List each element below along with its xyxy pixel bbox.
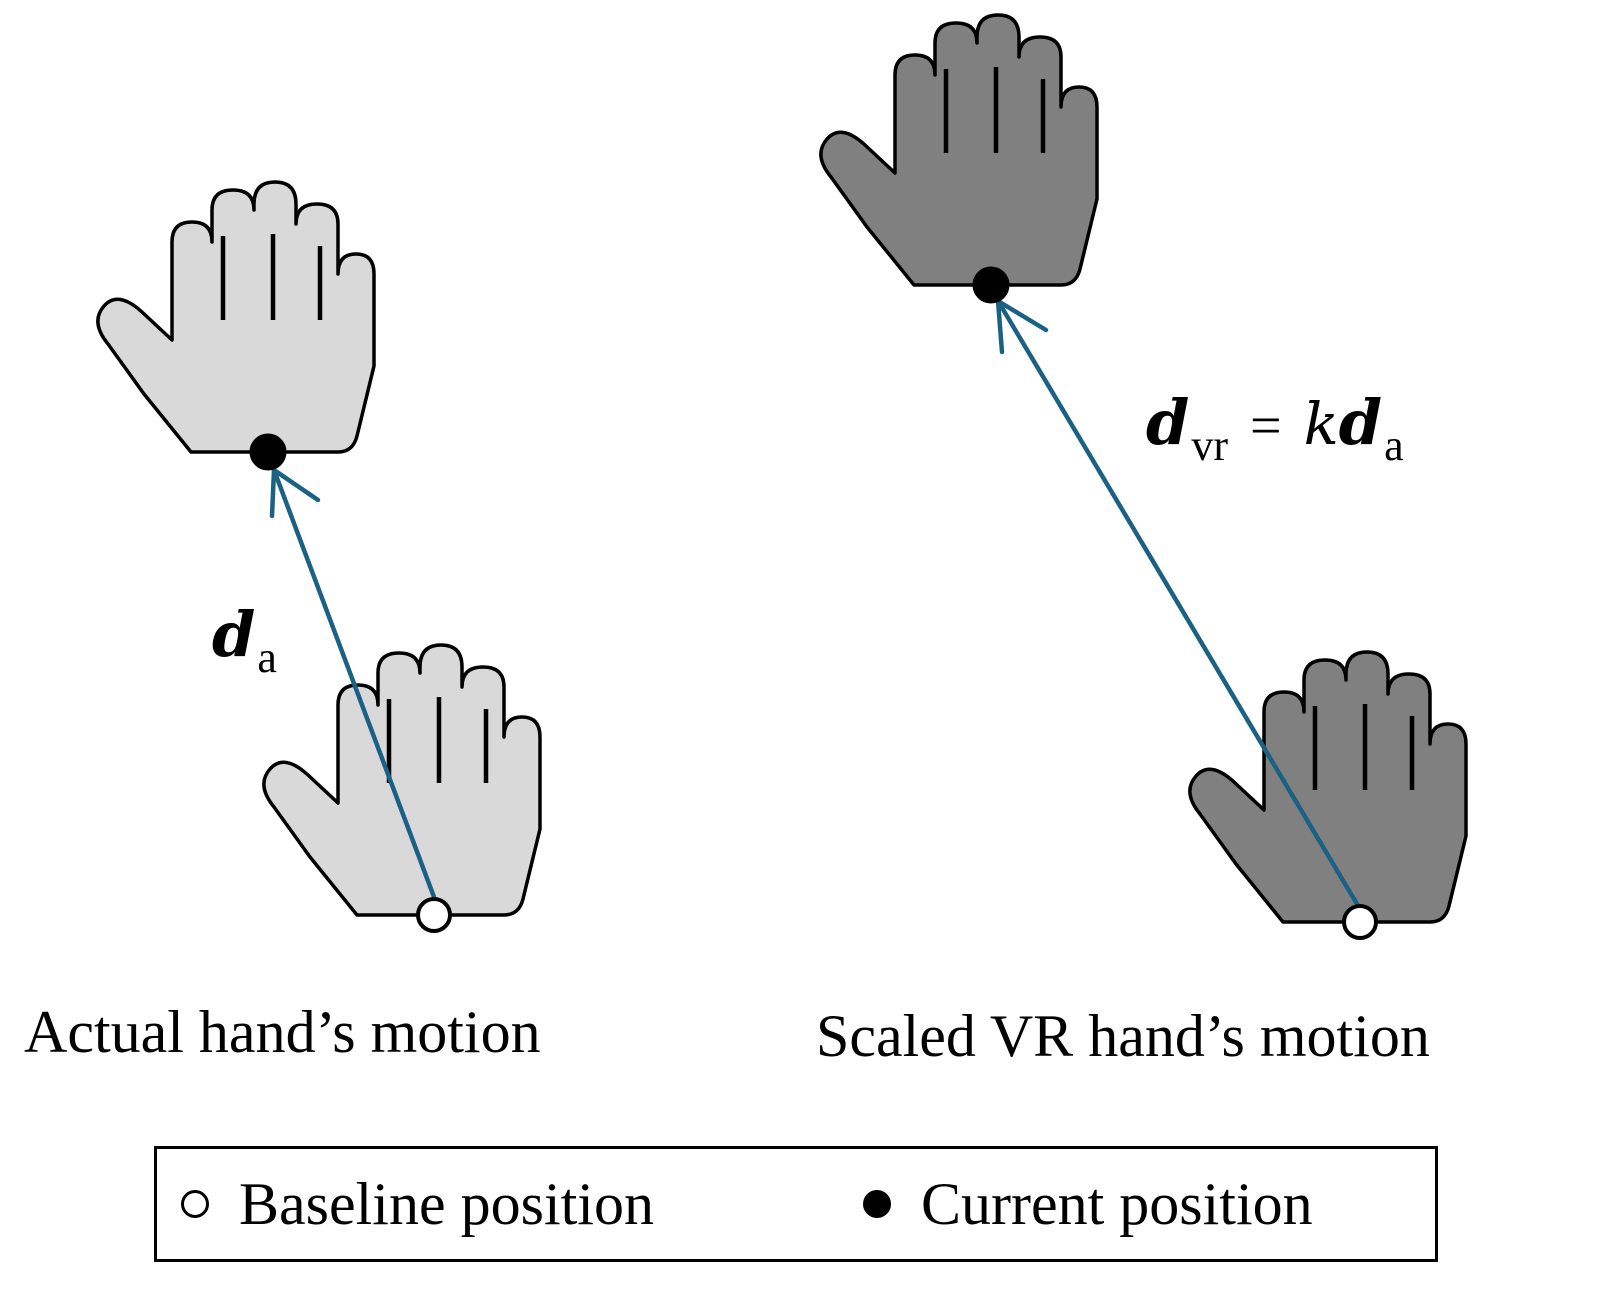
actual-hand-baseline — [262, 643, 542, 917]
subscript-a: a — [257, 633, 277, 682]
open-circle-icon — [181, 1190, 209, 1218]
filled-circle-icon — [863, 1190, 891, 1218]
vr-current-marker — [972, 266, 1010, 304]
vr-displacement-equation: dvr=kda — [1146, 392, 1404, 468]
vector-d-a: d — [1338, 386, 1383, 459]
actual-current-marker — [249, 433, 287, 471]
actual-displacement-arrow — [269, 467, 437, 900]
vr-hand-current — [819, 13, 1099, 287]
scale-factor-k: k — [1303, 390, 1339, 458]
vector-d-vr: d — [1146, 386, 1190, 459]
subscript-vr: vr — [1191, 421, 1229, 470]
legend-label-current: Current position — [921, 1171, 1313, 1237]
legend-item-baseline: Baseline position — [181, 1149, 654, 1259]
subscript-a: a — [1384, 421, 1404, 470]
vr-hand-baseline — [1188, 650, 1468, 924]
vr-hand-caption: Scaled VR hand’s motion — [816, 1003, 1430, 1069]
actual-hand-caption: Actual hand’s motion — [24, 999, 541, 1065]
legend-item-current: Current position — [863, 1149, 1313, 1259]
legend-box: Baseline position Current position — [154, 1146, 1438, 1262]
vector-d: d — [212, 598, 256, 671]
actual-displacement-label: da — [212, 604, 277, 680]
actual-hand-current — [96, 180, 376, 454]
vr-baseline-marker — [1342, 904, 1378, 940]
legend-label-baseline: Baseline position — [239, 1171, 654, 1237]
actual-baseline-marker — [416, 897, 452, 933]
equals-sign: = — [1250, 395, 1282, 457]
